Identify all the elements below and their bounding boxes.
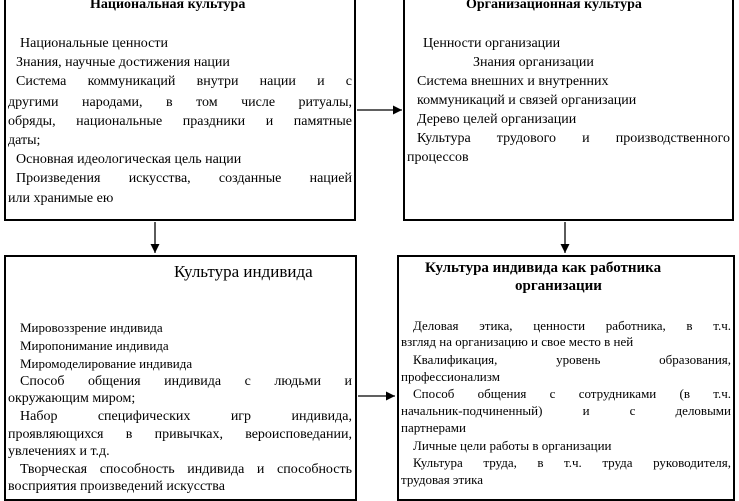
employee-item: начальник-подчиненный) и с деловыми (401, 403, 731, 418)
national-item: Основная идеологическая цель нации (16, 152, 242, 167)
individual-culture-box (4, 255, 357, 501)
organization-item: Дерево целей организации (417, 112, 577, 127)
organizational-culture-title: Организационная культура (466, 0, 642, 12)
organization-item: коммуникаций и связей организации (417, 93, 637, 108)
individual-item: Набор специфических игр индивида, (20, 409, 352, 424)
national-item: или хранимые ею (8, 191, 114, 206)
employee-culture-title-line1: Культура индивида как работника (425, 260, 662, 276)
national-item: Знания, научные достижения нации (16, 55, 230, 70)
employee-item: Личные цели работы в организации (413, 438, 612, 453)
individual-item: увлечениях и т.д. (8, 444, 110, 459)
individual-item: восприятия произведений искусства (8, 479, 225, 494)
organizational-culture-box (403, 0, 734, 221)
national-item: Национальные ценности (20, 36, 168, 51)
individual-item: проявляющихся в привычках, вероисповедан… (8, 427, 352, 442)
national-culture-title: Национальная культура (90, 0, 246, 12)
employee-item: профессионализм (401, 369, 500, 384)
organization-item: Ценности организации (423, 36, 561, 51)
employee-item: взгляд на организацию и свое место в ней (401, 334, 634, 349)
organization-item: Культура трудового и производственного (417, 131, 730, 146)
employee-item: партнерами (401, 420, 466, 435)
individual-item: Миромоделирование индивида (20, 356, 193, 371)
employee-culture-box (397, 255, 735, 501)
national-item: другими народами, в том числе ритуалы, (8, 95, 352, 110)
employee-item: Квалификация, уровень образования, (413, 352, 731, 367)
organization-item: Знания организации (473, 55, 594, 70)
individual-item: Способ общения индивида с людьми и (20, 374, 352, 389)
organization-item: Система внешних и внутренних (417, 74, 609, 89)
employee-item: Культура труда, в т.ч. труда руководител… (413, 455, 731, 470)
national-item: даты; (8, 133, 41, 148)
individual-item: Творческая способность индивида и способ… (20, 462, 352, 477)
individual-item: Мировоззрение индивида (20, 320, 163, 335)
employee-item: трудовая этика (401, 472, 484, 487)
individual-culture-title: Культура индивида (174, 262, 313, 281)
national-item: Произведения искусства, созданные нацией (16, 171, 352, 186)
individual-item: окружающим миром; (8, 391, 136, 406)
organization-item: процессов (407, 150, 469, 165)
national-culture-box (4, 0, 356, 221)
individual-item: Миропонимание индивида (20, 338, 169, 353)
employee-item: Деловая этика, ценности работника, в т.ч… (413, 318, 731, 333)
employee-item: Способ общения с сотрудниками (в т.ч. (413, 386, 731, 401)
national-item: обряды, национальные праздники и памятны… (8, 114, 352, 129)
employee-culture-title-line2: организации (515, 278, 602, 294)
national-item: Система коммуникаций внутри нации и с (16, 74, 352, 89)
